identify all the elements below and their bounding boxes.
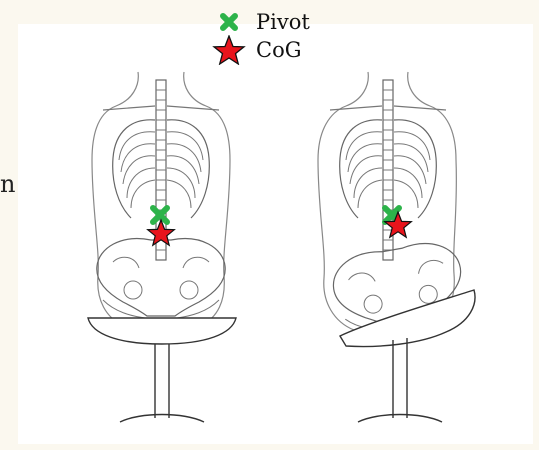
legend-label-pivot: Pivot [256,10,310,34]
upright-figure [88,72,236,422]
legend-item-pivot: Pivot [212,8,310,36]
green-cross-icon [212,10,246,34]
tilted-torso-outline [318,72,456,330]
red-star-icon [212,35,246,65]
legend: Pivot CoG [212,4,372,68]
legend-item-cog: CoG [212,36,302,64]
upright-seat [88,318,236,344]
legend-label-cog: CoG [256,38,302,62]
tilted-figure [318,72,475,422]
